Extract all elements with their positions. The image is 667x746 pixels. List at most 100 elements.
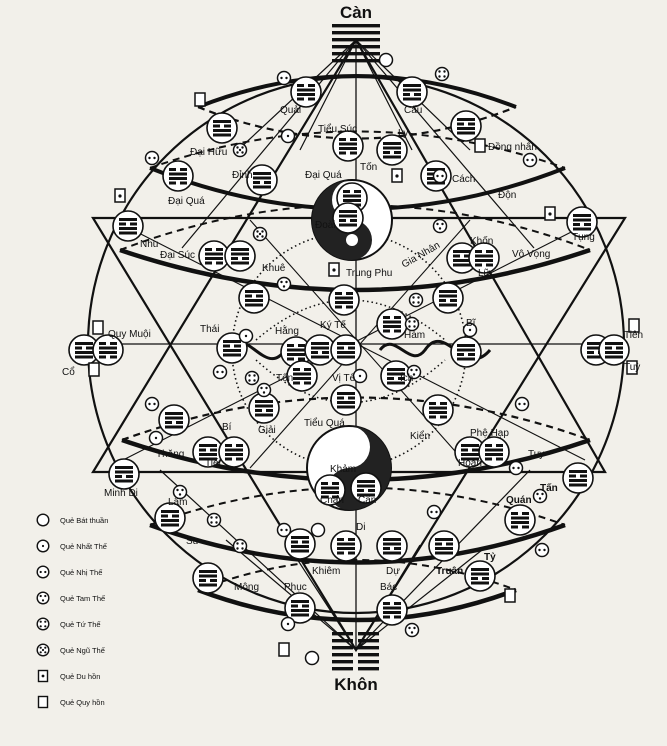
type-marker [276,70,292,86]
label-cach: Cách [452,174,475,185]
hexagram-glyph [376,308,408,340]
label-vi-te: Vị Tế [332,372,356,384]
label-kien: Kiển [410,430,430,442]
khon-trigram-icon [332,632,379,671]
label-lam: Lâm [168,497,187,508]
hexagram-glyph [332,130,364,162]
type-marker [92,320,104,335]
type-marker [252,226,268,242]
hexagram-glyph [376,530,408,562]
hexagram-glyph [238,282,270,314]
label-bi-left: Bí [222,422,232,433]
label-quy-muoi: Quy Muội [108,329,151,340]
title-can: Càn [340,3,372,22]
label-su: Sư [186,536,200,547]
label-minh-di: Minh Di [104,488,138,499]
type-marker [432,218,448,234]
legend-item: Quẻ Quy hồn [36,694,105,710]
label-tien: Tiên [624,330,643,341]
hexagram-glyph [206,112,238,144]
type-marker [276,276,292,292]
label-ton-small: Tốn [276,372,293,384]
hexagram-glyph [350,472,382,504]
type-marker [508,460,524,476]
type-marker [378,52,394,68]
hexagram-glyph [216,332,248,364]
hexagram-glyph [504,504,536,536]
label-thang: Thăng [156,449,184,460]
label-tiet: Tiết [205,457,222,469]
hexagram-glyph [446,242,478,274]
type-marker [276,522,292,538]
label-dai-qua-left: Đại Quá [168,196,205,207]
label-tieu-qua: Tiểu Quá [304,417,345,429]
hexagram-glyph [428,530,460,562]
hexagram-glyph [304,334,336,366]
label-mong: Mông [234,582,259,593]
legend-label: Quẻ Tam Thế [60,593,106,603]
hexagram-glyph [68,334,100,366]
label-khiem: Khiêm [312,566,340,577]
hexagram-glyph [198,240,230,272]
label-di: Di [356,522,365,533]
hexagram-glyph [468,242,500,274]
type-marker [404,622,420,638]
type-marker [352,368,368,384]
label-can: Cấn [358,494,376,506]
label-khon-trig: Khốn [470,235,493,247]
type-marker [206,512,222,528]
type-markers [88,52,640,666]
legend-label: Quẻ Ngũ Thế [60,645,105,655]
label-bi-right: Bĩ [466,318,477,329]
label-vo-vong: Vô Vọng [512,249,550,260]
legend-label: Quẻ Du hồn [60,671,101,681]
type-marker [426,504,442,520]
hexagram-glyph [562,462,594,494]
circle-two-dots-icon [36,565,50,579]
type-marker [232,142,248,158]
hexagram-glyph [332,202,364,234]
label-truan: Truân [436,566,463,577]
hexagram-glyph [336,182,368,214]
hexagram-glyph [224,240,256,272]
label-ty: Tỷ [484,552,496,563]
hexagram-glyph [432,282,464,314]
title-khon: Khôn [334,675,377,694]
hexagram-glyph [154,502,186,534]
label-dai-suc: Đại Súc [160,250,195,261]
type-marker [391,168,403,183]
hexagram-glyph [192,562,224,594]
hexagram-glyph [566,206,598,238]
label-lu: Lữ [478,268,491,279]
hexagram-glyph [450,336,482,368]
label-tuy-right: Tuy [528,449,544,460]
label-gia-nhan: Gia Nhân [400,240,442,271]
type-marker [114,188,126,203]
label-dai-qua-inner: Đại Quá [305,170,342,181]
hexagram-glyph [284,528,316,560]
label-tung: Tụng [572,232,595,243]
label-thai: Thái [200,324,219,335]
type-marker [310,522,326,538]
label-ham: Hàm [404,330,425,341]
type-marker [504,588,516,603]
label-quai: Quải [280,105,301,116]
legend-item: Quẻ Nhị Thế [36,564,102,580]
legend-item: Quẻ Tam Thế [36,590,105,606]
hexagram-glyph [330,334,362,366]
label-hang: Hằng [275,324,299,337]
type-marker [88,362,100,377]
label-tan: Tấn [540,482,558,494]
hexagram-glyph [376,134,408,166]
legend-label: Quẻ Bát thuần [60,515,109,525]
can-trigram-icon [332,24,380,63]
label-co: Cổ [62,366,75,378]
label-ky-te: Ký Tế [320,319,346,331]
label-khue: Khuê [262,263,286,274]
circle-five-dots-icon [36,643,50,657]
hexagram-glyph [454,436,486,468]
type-marker [280,616,296,632]
label-dai-huu: Đại Hữu [190,147,227,158]
hexagram-glyph [158,404,190,436]
label-kham: Khảm [330,464,356,475]
